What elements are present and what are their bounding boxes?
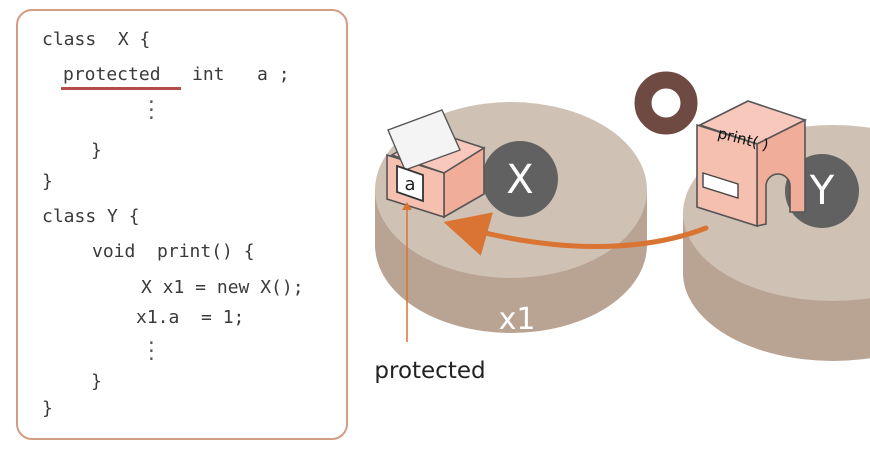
code-line-brace-x-inner: } [91, 140, 102, 161]
protected-underline [61, 87, 181, 90]
code-ellipsis-y: ··· [146, 333, 157, 370]
code-line-int-a: int a ; [192, 64, 290, 85]
field-label: a [404, 174, 415, 195]
y-object-disk-top [683, 125, 870, 301]
method-box-icon [696, 100, 808, 228]
method-label: print( ) [716, 124, 771, 154]
access-arrow [443, 212, 709, 256]
code-line-void-print: void print() { [92, 241, 255, 262]
ring-icon [634, 71, 698, 135]
code-line-class-y: class Y { [42, 206, 140, 227]
code-line-assign-a: x1.a = 1; [136, 307, 245, 328]
protected-label: protected [374, 358, 485, 384]
y-object-label: Y [809, 168, 835, 214]
code-line-brace-x: } [42, 171, 53, 192]
code-panel: class X { protected int a ; ··· } } clas… [16, 9, 348, 440]
code-line-brace-y: } [42, 398, 53, 419]
field-box-icon [386, 109, 486, 219]
x-object-disk-top [375, 102, 647, 278]
code-line-brace-print: } [91, 371, 102, 392]
code-keyword-protected: protected [63, 64, 161, 85]
code-line-new-x: X x1 = new X(); [141, 277, 304, 298]
x-object-badge [482, 141, 558, 217]
x-object-label: X [506, 157, 533, 203]
instance-label: x1 [499, 302, 536, 337]
x-object-disk-side [375, 190, 647, 333]
code-line-class-x: class X { [42, 29, 151, 50]
y-object-disk-side [683, 213, 870, 361]
y-object-badge [785, 154, 859, 228]
protected-leader-arrowhead [402, 202, 412, 210]
code-ellipsis-x: ··· [146, 92, 157, 129]
